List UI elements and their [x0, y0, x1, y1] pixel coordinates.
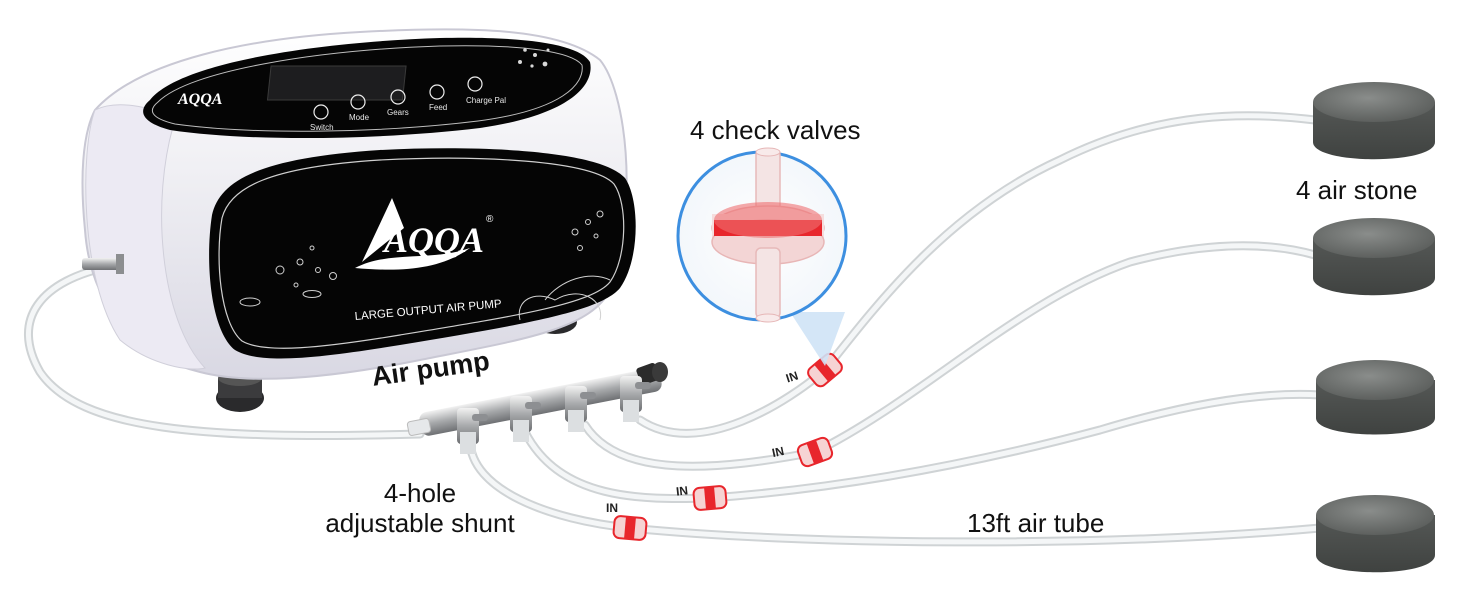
- lcd-screen: [266, 65, 407, 101]
- svg-text:®: ®: [486, 214, 494, 225]
- brand-name: AQQA: [382, 220, 484, 260]
- air-stone-1: [1313, 82, 1435, 160]
- mode-button[interactable]: [350, 94, 366, 110]
- feed-caption: Feed: [429, 103, 447, 112]
- check-valve-4: [612, 515, 648, 541]
- air-stone-label: 4 air stone: [1296, 175, 1418, 205]
- shunt-label-line1: 4-hole: [383, 478, 457, 508]
- charge-pal-caption: Charge Pal: [466, 96, 506, 105]
- check-valve-2: [796, 436, 834, 468]
- shunt-label-line2: adjustable shunt: [325, 508, 515, 538]
- shunt-valve-4[interactable]: [620, 376, 651, 422]
- air-tube-3: [520, 389, 1325, 504]
- check-valve-callout: [676, 147, 848, 366]
- valve-in-label-4: IN: [606, 501, 618, 515]
- air-stones: [1313, 82, 1435, 573]
- shunt-inlet: [406, 418, 432, 436]
- pump-front-panel: [209, 148, 636, 359]
- control-buttons: Switch Mode Gears Feed Charge Pal: [310, 76, 506, 132]
- bubble-decoration: [518, 48, 550, 68]
- valve-in-label-2: IN: [770, 443, 786, 461]
- switch-button[interactable]: [313, 104, 329, 120]
- gears-caption: Gears: [387, 108, 409, 117]
- valve-in-label-3: IN: [675, 483, 689, 499]
- air-stone-3: [1316, 360, 1435, 435]
- pump-air-outlet: [82, 254, 124, 274]
- adjustable-shunt: [406, 362, 668, 454]
- gears-button[interactable]: [390, 89, 406, 105]
- check-valve-3: [692, 485, 728, 511]
- shunt-valve-2[interactable]: [510, 396, 541, 442]
- shunt-valve-1[interactable]: [457, 408, 488, 454]
- air-stone-4: [1316, 495, 1435, 573]
- shunt-valve-3[interactable]: [565, 386, 596, 432]
- shunt-label: 4-hole adjustable shunt: [310, 478, 530, 538]
- shunt-end-cap: [636, 362, 668, 386]
- inline-check-valves: [612, 352, 843, 541]
- callout-pointer: [790, 312, 845, 366]
- check-valve-closeup: [711, 147, 825, 323]
- top-brand-logo: AQQA: [177, 91, 223, 108]
- air-tube-label: 13ft air tube: [967, 508, 1105, 538]
- air-pump: AQQA Switch Mode Gears Feed Charge Pal A…: [81, 28, 636, 412]
- fish-decoration: [239, 210, 611, 321]
- front-brand-logo: AQQA ®: [355, 198, 494, 270]
- air-tubes: [24, 111, 1325, 547]
- check-valve-1: [807, 352, 843, 388]
- mode-caption: Mode: [349, 113, 370, 122]
- check-valves-label: 4 check valves: [690, 115, 861, 145]
- switch-caption: Switch: [310, 123, 334, 132]
- charge-pal-button[interactable]: [467, 76, 483, 92]
- air-stone-2: [1313, 218, 1435, 296]
- feed-button[interactable]: [429, 84, 445, 100]
